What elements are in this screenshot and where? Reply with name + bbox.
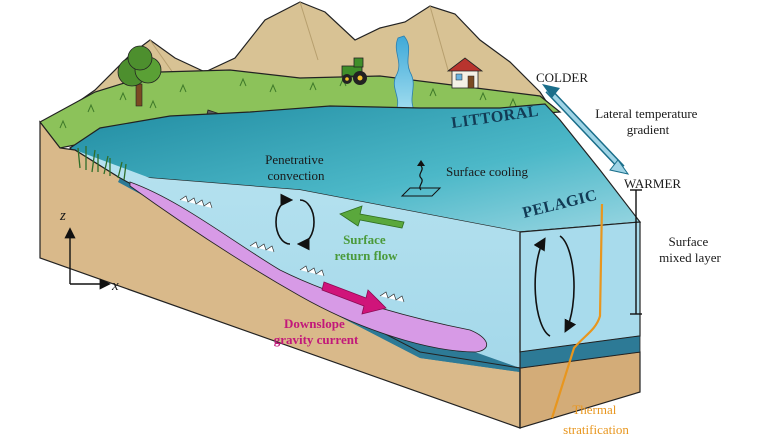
tractor-icon — [341, 57, 367, 85]
surface-cooling-label: Surface cooling — [446, 164, 528, 179]
thermal-stratification-label: Thermal stratification — [563, 402, 629, 437]
lateral-gradient-arrow — [542, 84, 630, 175]
axes-indicator — [64, 227, 111, 290]
z-axis-label: z — [59, 208, 66, 224]
warmer-label: WARMER — [624, 176, 681, 191]
house-icon — [446, 57, 484, 89]
surface-mixed-layer-label: Surface mixed layer — [659, 234, 721, 265]
thermal-stratification-line — [550, 203, 604, 419]
pelagic-front-face — [519, 221, 641, 353]
mixed-layer-bracket — [630, 189, 642, 315]
deep-water — [300, 290, 640, 368]
colder-label: COLDER — [536, 70, 588, 85]
reed-icon — [77, 146, 127, 181]
surface-return-flow-label: Surface return flow — [335, 232, 399, 263]
x-axis-label: x — [111, 278, 119, 294]
lateral-gradient-label: Lateral temperature gradient — [595, 106, 700, 137]
tree-icon — [117, 45, 162, 107]
penetrative-convection-label: Penetrative convection — [265, 152, 327, 183]
convection-loop-large — [533, 235, 577, 337]
downslope-gravity-label: Downslope gravity current — [274, 316, 359, 347]
surface-return-flow-arrow — [339, 205, 405, 229]
convection-loop-small — [275, 193, 315, 251]
gravity-current-wave-edge — [179, 195, 405, 303]
surface-cooling-icon — [400, 160, 442, 197]
water-body-front — [75, 150, 640, 368]
gravity-current-arrow — [321, 281, 387, 315]
gravity-current — [129, 181, 487, 353]
